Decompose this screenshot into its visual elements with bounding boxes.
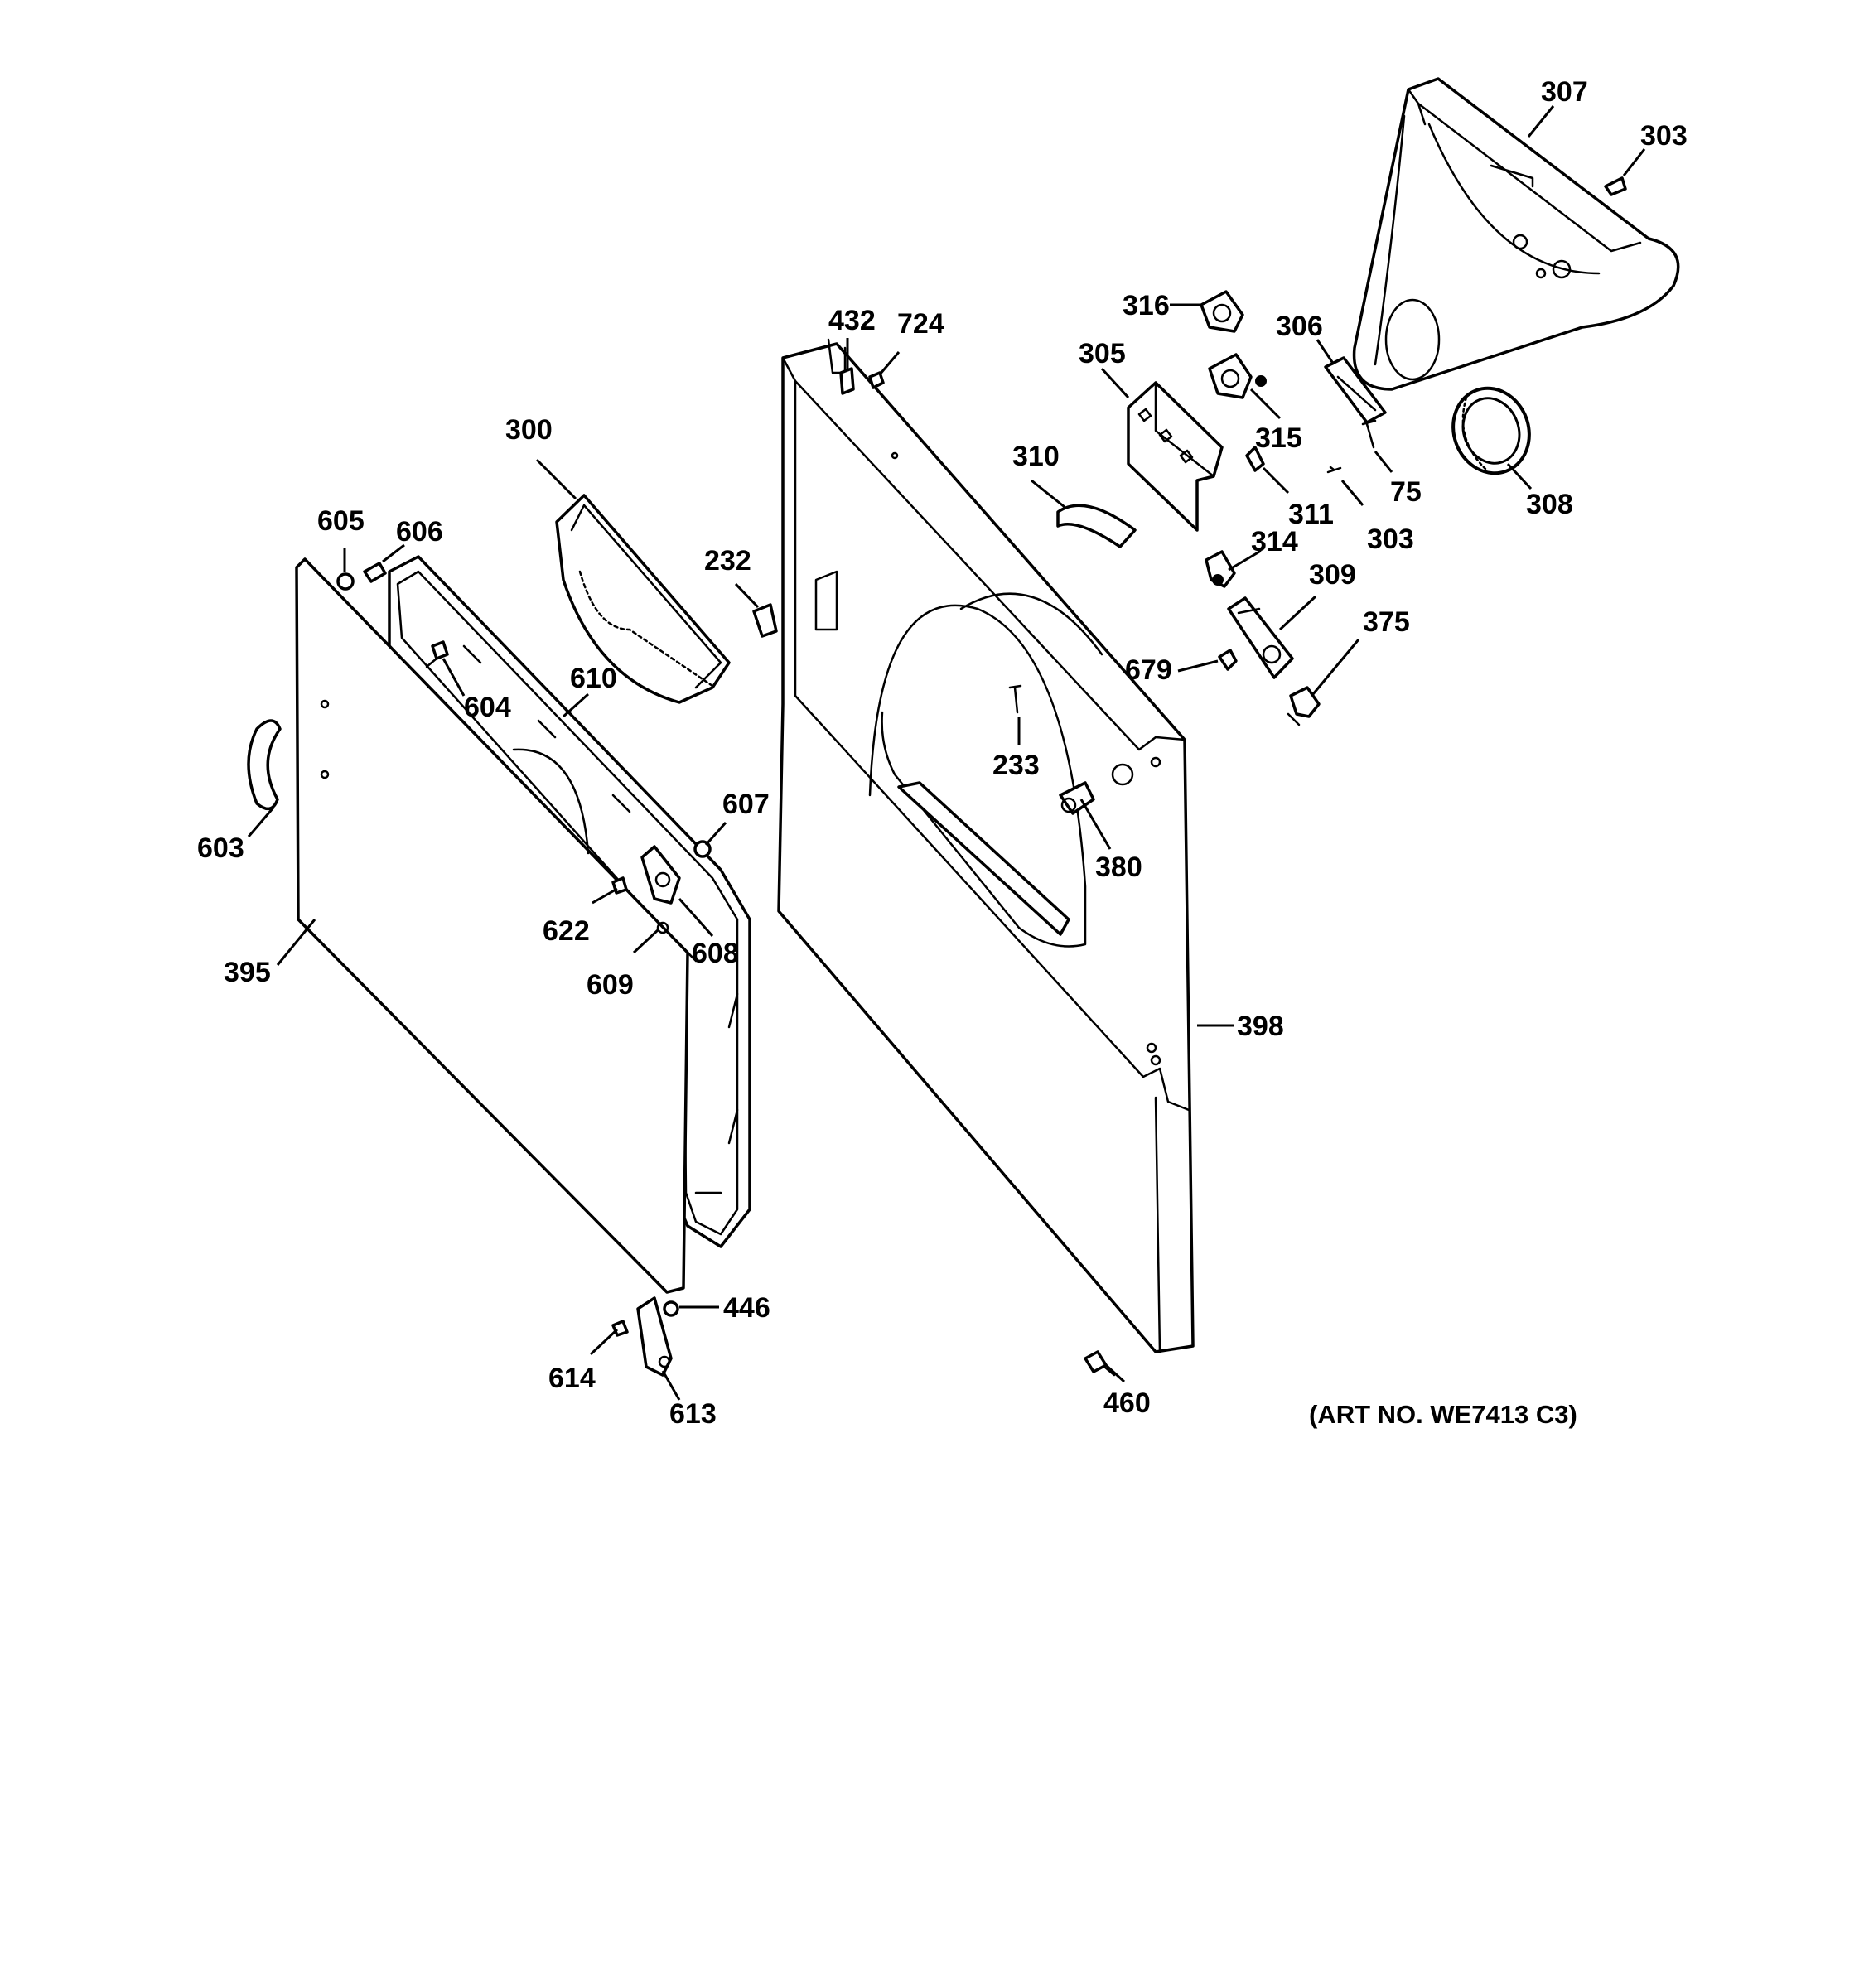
leader-lines [247, 105, 1646, 1401]
callout-309: 309 [1309, 559, 1356, 591]
callout-679: 679 [1125, 654, 1172, 686]
callout-300: 300 [505, 414, 553, 446]
hinge-part-608 [640, 845, 681, 905]
callout-395: 395 [224, 957, 271, 988]
door-handle-part-603 [247, 719, 282, 811]
bumper-part-607 [693, 840, 712, 858]
callout-314: 314 [1251, 526, 1298, 557]
switch-part-232 [752, 603, 778, 638]
mounting-plate-part-310 [1056, 504, 1137, 548]
screw-part-303a [1604, 176, 1627, 196]
callout-610: 610 [570, 663, 617, 694]
cam-part-380 [1059, 781, 1095, 815]
callout-604: 604 [464, 692, 511, 723]
thermostat-part-316 [1200, 290, 1244, 333]
screw-part-679 [1218, 649, 1238, 671]
screw-part-75 [1361, 419, 1377, 449]
callout-608: 608 [692, 938, 739, 969]
sensor-part-375 [1287, 686, 1321, 726]
bumper-part-605 [336, 572, 355, 591]
callout-614: 614 [548, 1363, 596, 1394]
screw-part-303b [1326, 466, 1342, 474]
art-number: (ART NO. WE7413 C3) [1309, 1400, 1577, 1429]
thermostat-part-315 [1208, 353, 1267, 399]
screw-part-724 [868, 371, 885, 389]
thermistor-part-309 [1227, 596, 1294, 679]
lint-duct-part-300 [555, 494, 731, 704]
callout-603: 603 [197, 832, 244, 864]
callout-303-top: 303 [1640, 120, 1688, 152]
drum-seal-ring-part [1451, 386, 1531, 475]
latch-part-432 [839, 367, 855, 395]
callout-305: 305 [1079, 338, 1126, 369]
screw-part-460 [1084, 1350, 1116, 1377]
callout-233: 233 [992, 750, 1040, 781]
callout-607: 607 [722, 789, 770, 820]
callout-446: 446 [723, 1292, 770, 1324]
callout-724: 724 [897, 308, 944, 340]
callout-375: 375 [1363, 606, 1410, 638]
callout-380: 380 [1095, 852, 1142, 883]
callout-303-mid: 303 [1367, 524, 1414, 555]
callout-622: 622 [543, 915, 590, 947]
fuse-part-314 [1205, 550, 1236, 588]
screw-part-604 [425, 640, 449, 668]
callout-310: 310 [1012, 441, 1060, 472]
callout-605: 605 [317, 505, 365, 537]
clip-part-311 [1245, 446, 1265, 472]
callout-613: 613 [669, 1398, 717, 1430]
callout-306: 306 [1276, 311, 1323, 342]
hinge-part-613 [636, 1296, 673, 1377]
callout-432: 432 [828, 305, 876, 336]
heater-bracket-part-306 [1324, 356, 1387, 424]
screw-part-609 [656, 921, 669, 934]
washer-part-446 [663, 1300, 679, 1317]
callout-460: 460 [1103, 1387, 1151, 1419]
callout-609: 609 [587, 969, 634, 1001]
callout-606: 606 [396, 516, 443, 548]
screw-part-233 [1008, 684, 1022, 714]
callout-315: 315 [1255, 422, 1302, 454]
screw-part-614 [611, 1320, 629, 1337]
callout-311: 311 [1288, 499, 1334, 530]
screw-part-606 [363, 562, 387, 583]
door-panel-part-395 [295, 557, 698, 1294]
callout-labels: 307 303 316 306 432 724 305 315 75 308 3… [197, 76, 1688, 1430]
callout-307: 307 [1541, 76, 1588, 108]
callout-232: 232 [704, 545, 751, 577]
callout-308: 308 [1526, 489, 1573, 520]
callout-398: 398 [1237, 1011, 1284, 1042]
panel-bracket-part-305 [1127, 381, 1224, 532]
callout-316: 316 [1123, 290, 1170, 321]
front-panel-part-398 [777, 338, 1195, 1353]
blower-housing-part [1352, 77, 1680, 391]
callout-75: 75 [1390, 476, 1422, 508]
